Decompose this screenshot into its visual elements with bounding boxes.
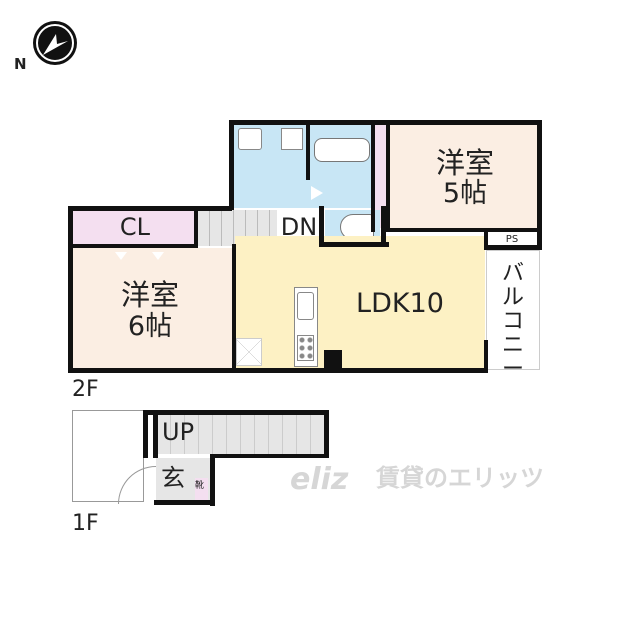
shoe-box <box>195 478 208 500</box>
closet <box>72 210 194 246</box>
wall <box>319 242 389 247</box>
room-western-6 <box>72 248 232 368</box>
wall <box>210 454 329 458</box>
western-5-label-2: 5帖 <box>442 178 488 209</box>
wall <box>68 244 198 248</box>
door-swing-icon <box>311 186 323 200</box>
shoe-box-label: 靴 <box>195 481 205 491</box>
western-6-label-2: 6帖 <box>127 311 173 342</box>
wall <box>229 120 541 125</box>
wall <box>371 120 375 232</box>
wall <box>484 228 488 248</box>
stairs-down-label: DN <box>280 213 318 241</box>
stairs-up <box>156 414 324 454</box>
north-label: N <box>14 55 27 73</box>
stove-icon <box>297 335 314 361</box>
door-arrow-icon <box>152 252 164 260</box>
wall <box>143 410 148 458</box>
room-ldk <box>235 236 485 368</box>
balcony <box>486 250 540 370</box>
wall <box>153 410 158 458</box>
western-6-label-1: 洋室 <box>120 278 179 312</box>
ldk-label: LDK10 <box>356 288 444 319</box>
wall <box>68 368 488 373</box>
watermark-text: 賃貸のエリッツ <box>376 464 544 492</box>
floor-1f-label: 1F <box>72 511 99 536</box>
wall <box>537 120 542 250</box>
wall <box>484 340 488 372</box>
floor-2f-label: 2F <box>72 377 99 402</box>
door-arrow-icon <box>115 252 127 260</box>
wall <box>319 206 324 246</box>
bathtub-icon <box>314 138 370 162</box>
entrance-label: 玄 <box>161 464 185 492</box>
wall <box>143 410 328 415</box>
room-western-5 <box>390 124 538 228</box>
compass <box>30 18 80 68</box>
stairs-up-label: UP <box>162 418 195 446</box>
wall <box>68 206 232 211</box>
storage-x-icon <box>236 338 262 366</box>
wall <box>324 410 329 458</box>
wall <box>210 454 215 506</box>
western-5-label-1: 洋室 <box>435 146 494 180</box>
compass-icon <box>33 21 77 65</box>
wall <box>232 244 236 372</box>
wall <box>154 500 214 505</box>
sink-icon <box>297 292 314 320</box>
wall <box>484 245 542 250</box>
closet-label: CL <box>119 213 151 241</box>
wall <box>68 206 73 372</box>
wall <box>386 120 390 232</box>
wall <box>194 206 198 248</box>
wash-basin-icon <box>238 128 262 150</box>
washing-machine-icon <box>281 128 303 150</box>
toilet-icon <box>340 214 374 240</box>
watermark-logo: eliz <box>290 462 349 497</box>
wall <box>390 228 542 232</box>
pipe-space-label: PS <box>505 234 519 245</box>
wall <box>324 350 342 370</box>
wall <box>381 206 386 246</box>
wall <box>306 120 310 180</box>
wall <box>229 120 234 210</box>
balcony-label: バルコニー <box>501 261 524 382</box>
